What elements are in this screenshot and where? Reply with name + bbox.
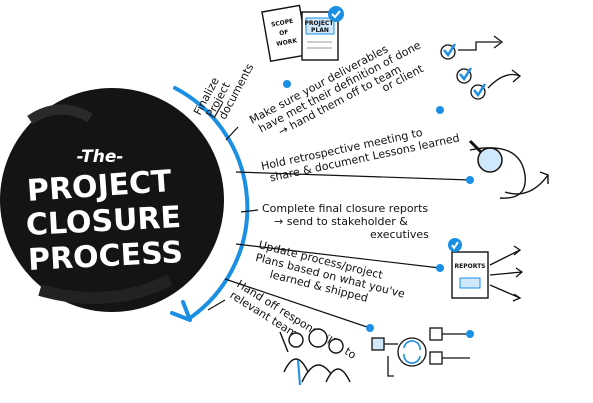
scope-label-1: SCOPE — [271, 18, 294, 29]
step-finalize-documents: Finalize Project documents — [191, 50, 256, 129]
step-4-line-3: executives — [370, 228, 429, 241]
plan-label-1: PROJECT — [304, 20, 334, 27]
step-4-line-1: Complete final closure reports — [262, 202, 428, 215]
scope-label-2: OF — [279, 29, 289, 37]
title: -The- PROJECT CLOSURE PROCESS — [25, 147, 184, 278]
check-icon — [328, 6, 344, 22]
checklist-illustration — [440, 35, 522, 100]
process-flow-illustration — [371, 327, 474, 377]
connectors — [207, 103, 471, 329]
documents-illustration: SCOPE OF WORK PROJECT PLAN — [261, 4, 344, 63]
svg-text:Finalize Project d: Finalize Project documents — [191, 50, 256, 129]
flow-arc — [170, 86, 250, 322]
team-illustration — [279, 328, 351, 386]
scope-of-work-doc: SCOPE OF WORK — [261, 4, 309, 63]
step-closure-reports: Complete final closure reports → send to… — [262, 202, 432, 241]
connector-dots — [283, 80, 474, 332]
svg-text:Complete final closure reports: Complete final closure reports → send to… — [262, 202, 432, 241]
title-prefix: -The- — [77, 147, 124, 167]
magnifier-illustration — [468, 139, 549, 199]
svg-text:PROJECT PLAN: PROJECT PLAN — [304, 20, 335, 34]
title-line-3: PROCESS — [27, 235, 184, 278]
reports-label: REPORTS — [455, 263, 486, 270]
scope-label-3: WORK — [276, 37, 298, 48]
reports-illustration: REPORTS — [448, 238, 524, 302]
title-circle — [0, 88, 224, 312]
step-4-line-2: → send to stakeholder & — [274, 215, 408, 228]
title-line-2: CLOSURE — [25, 200, 182, 243]
plan-label-2: PLAN — [311, 27, 329, 34]
reports-check-icon — [448, 238, 462, 252]
svg-text:SCOPE OF WORK: SCOPE OF WORK — [271, 17, 300, 48]
